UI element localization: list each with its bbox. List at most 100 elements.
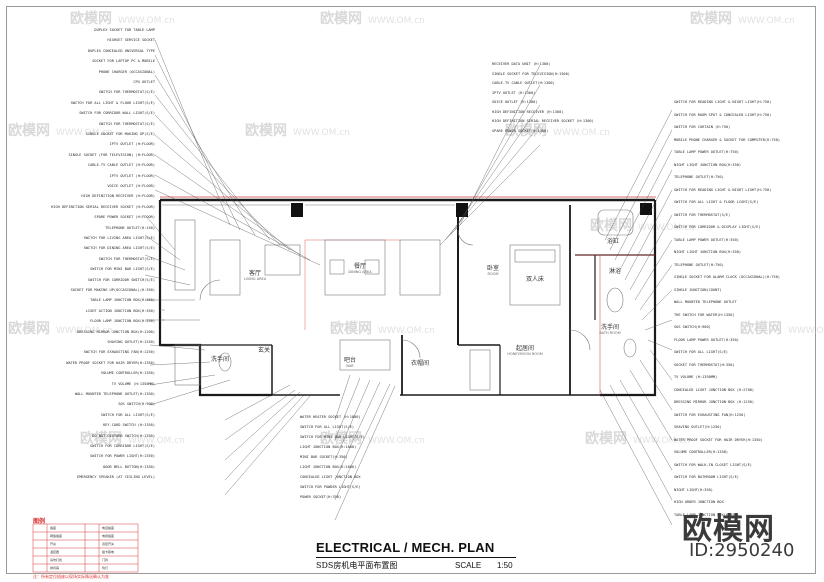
watermark-url: WWW.OM.cn: [368, 436, 425, 446]
annotation-label: SWITCH FOR ALL LIGHT & FLOOR LIGHT(S/E): [674, 200, 759, 204]
watermark-brand: 欧模网: [320, 431, 362, 447]
annotation-label: HIGH DEFINITION RECEIVER (H:1300): [492, 109, 564, 114]
column: [291, 203, 303, 217]
annotation-label: SWITCH FOR THERMOSTAT(S/E): [98, 90, 155, 95]
annotation-label: TELEPHONE OUTLET(H:750): [674, 262, 724, 267]
annotation-label: SWITCH FOR CORRIDOR & DISPLAY LIGHT(S/E): [674, 225, 761, 229]
watermark-brand: 欧模网: [245, 123, 287, 139]
annotation-label: LIGHT JUNCTION BOX(H:1800): [300, 465, 357, 469]
annotation-label: SOCKET FOR MAKING UP(OCCASIONAL)(H:350): [70, 288, 155, 292]
annotation-label: SWITCH FOR ALL LIGHT(S/E): [100, 412, 155, 417]
annotation-label: HIGH DEFINITION SERIAL RECEIVER SOCKET (…: [51, 204, 155, 209]
room-name-en: BAR: [346, 364, 354, 368]
room-name: 餐厅: [353, 263, 366, 270]
column: [640, 203, 652, 215]
legend-item: 双控开关: [102, 542, 115, 546]
room-label: 洗手间: [205, 356, 235, 363]
room-name: 洗手间: [210, 356, 229, 363]
annotation-label: VOICE OUTLET (H:1300): [492, 100, 538, 104]
annotation-label: SWITCH FOR EXHAUSTING FAN(H:1250): [674, 412, 746, 417]
annotation-label: RECEIVER DATA UNIT (H:1300): [492, 62, 551, 66]
watermark-url: WWW.OM.cn: [788, 326, 824, 336]
annotation-label: SWITCH FOR POWDER LIGHT(S/E): [300, 485, 361, 489]
annotation-label: POWER SOCKET(H:350): [300, 495, 342, 499]
drawing-border: [6, 6, 816, 574]
annotation-label: SWITCH FOR READING LIGHT & NIGHT LIGHT(H…: [674, 187, 772, 192]
annotation-label: TV VOLUME (H:1350MM): [111, 381, 155, 386]
watermark-brand: 欧模网: [8, 321, 50, 337]
annotation-label: DRESSING MIRROR JUNCTION BOX (H:1250): [674, 400, 755, 404]
annotation-label: SWITCH FOR POWER LIGHT(H:1350): [90, 454, 155, 459]
annotation-label: SWITCH FOR CORRIDOR LIGHT(S/E): [90, 444, 155, 448]
room-label: 淋浴: [600, 268, 630, 275]
watermark-brand: 欧模网: [590, 218, 632, 234]
watermark: 欧模网 WWW.OM.cn: [320, 428, 425, 448]
room-name-en: HONEYMOON ROOM: [507, 352, 543, 356]
watermark: 欧模网 WWW.OM.cn: [590, 215, 695, 235]
annotation-label: SHAVING OUTLET(H:1250): [674, 425, 722, 429]
annotation-label: SOS SWITCH(H:900): [674, 325, 711, 329]
annotation-label: IPTV OUTLET (H:1300): [492, 90, 536, 95]
annotation-label: SWITCH FOR EXHAUSTING FAN(H:1250): [83, 350, 155, 355]
annotation-label: SWITCH FOR CORRIDOR SWITCH(S/E): [87, 277, 155, 282]
watermark-brand: 欧模网: [80, 431, 122, 447]
annotation-label: TABLE LAMP POWER OUTLET(H:350): [674, 237, 739, 242]
annotation-label: HIGH DEFINITION SERIAL RECEIVER SOCKET (…: [492, 119, 594, 123]
annotation-label: SWITCH FOR ROOM SPOT & CONCEALED LIGHT(H…: [674, 112, 772, 117]
annotation-label: TELEPHONE OUTLET(H:150): [105, 225, 155, 230]
watermark-url: WWW.OM.cn: [553, 128, 610, 138]
annotation-label: SINGLE SOCKET FOR TELEVISION(H:1300): [492, 71, 570, 76]
scale-label: SCALE: [455, 561, 482, 570]
legend-item: 网络插座: [50, 534, 63, 538]
annotation-label: SOCKET FOR THERMOSTAT(H:350): [674, 362, 735, 367]
annotation-label: SWITCH FOR CURTAIN (H:750): [674, 125, 731, 129]
room-name: 衣帽间: [410, 360, 429, 367]
watermark-url: WWW.OM.cn: [128, 436, 185, 446]
annotation-label: THE SWITCH FOR WATER(H:1350): [674, 312, 735, 317]
annotation-label: DRESSING MIRROR JUNCTION BOX(H:1200): [77, 329, 155, 334]
legend-item: 筒灯: [102, 566, 109, 570]
annotation-label: CABLE-TV CABLE OUTLET (H:FLOOR): [87, 163, 155, 168]
annotation-label: SINGLE SOCKET (FOR TELEVISION) (H:FLOOR): [68, 152, 155, 157]
watermark-url: WWW.OM.cn: [368, 16, 425, 26]
legend-table: [32, 523, 139, 573]
annotation-label: CONCEALED LIGHT JUNCTION BOX (H:2700): [674, 387, 755, 392]
watermark-url: WWW.OM.cn: [118, 16, 175, 26]
annotation-label: SWITCH FOR WALK-IN CLOSET LIGHT(S/E): [674, 462, 752, 467]
legend-item: 排风扇: [50, 566, 60, 570]
watermark-url: WWW.OM.cn: [638, 223, 695, 233]
annotation-label: SOCKET FOR LAPTOP PC & MOBILE: [92, 59, 155, 64]
room-label: 浴缸: [598, 238, 628, 245]
annotation-label: NIGHT LIGHT JUNCTION BOX(H:350): [674, 250, 742, 254]
title-underline: [316, 557, 516, 558]
watermark: 欧模网 WWW.OM.cn: [80, 428, 185, 448]
room-name-en: BATH ROOM: [599, 331, 621, 335]
watermark-brand: 欧模网: [690, 11, 732, 27]
annotation-label: MINI BAR SOCKET(H:350): [300, 455, 348, 459]
watermark-brand: 欧模网: [585, 431, 627, 447]
legend-item: 开关: [50, 542, 57, 546]
leader-lines: [144, 39, 673, 526]
annotation-label: FLOOR LAMP POWER OUTLET(H:350): [674, 337, 739, 342]
drawing-title: ELECTRICAL / MECH. PLAN: [316, 540, 495, 555]
annotation-label: SHAVING OUTLET(H:1250): [107, 340, 155, 344]
annotation-label: SWITCH FOR MINI BAR LIGHT(S/E): [300, 435, 365, 439]
annotation-label: SWITCH FOR DINING AREA LIGHT(S/E): [83, 246, 155, 251]
annotation-label: CABLE-TV CABLE OUTLET(H:1300): [492, 81, 555, 85]
annotation-label: EMERGENCY SPEAKER (AT CEILING LEVEL): [77, 475, 155, 480]
annotation-label: SWITCH FOR THERMOSTAT(S/E): [98, 121, 155, 126]
watermark-brand: 欧模网: [320, 11, 362, 27]
legend-title: 图例: [33, 519, 46, 525]
legend-item: 请勿打扰: [50, 558, 63, 562]
annotation-label: NIGHT LIGHT JUNCTION BOX(H:350): [674, 162, 742, 167]
room-name: 起居间: [515, 345, 534, 352]
room-name-en: LIVING AREA: [243, 277, 267, 281]
watermark-url: WWW.OM.cn: [738, 16, 795, 26]
